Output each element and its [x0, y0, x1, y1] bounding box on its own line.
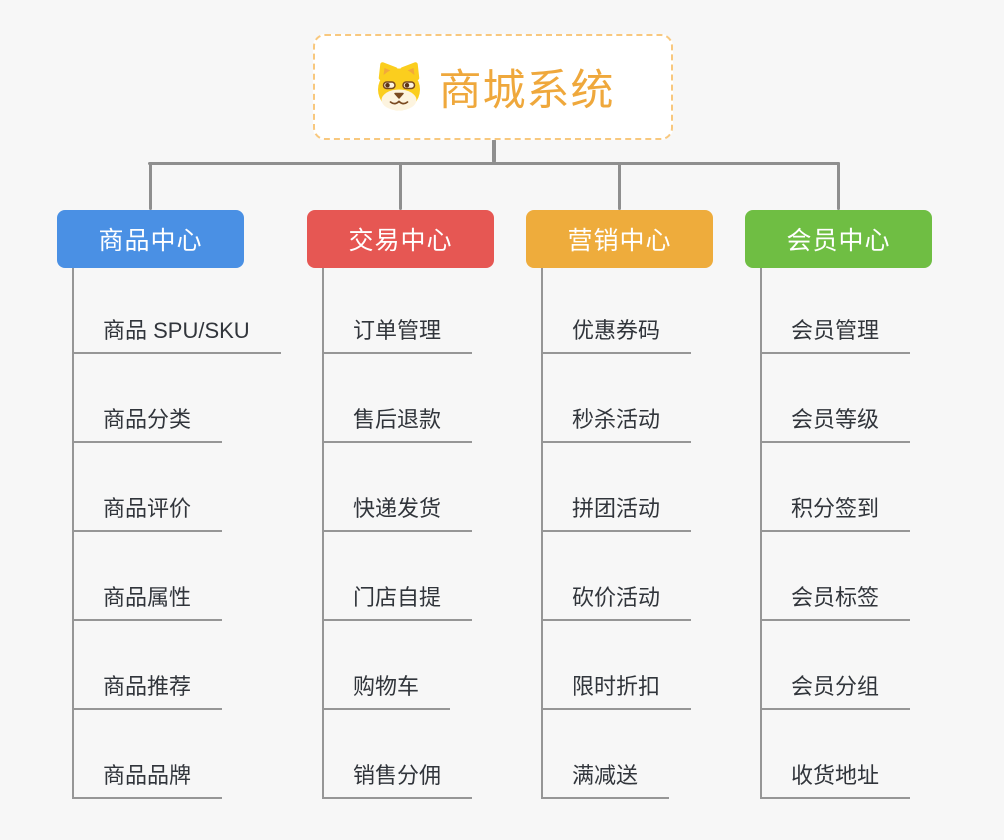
leaf-label: 售后退款 — [322, 402, 473, 443]
branch-node[interactable]: 会员中心 — [745, 210, 932, 268]
leaf-node[interactable]: 商品推荐 — [72, 621, 342, 710]
leaf-node[interactable]: 商品评价 — [72, 443, 342, 532]
leaf-label: 秒杀活动 — [541, 402, 692, 443]
connector-branch-drop — [837, 162, 840, 210]
leaf-label: 商品分类 — [72, 402, 223, 443]
leaf-node[interactable]: 拼团活动 — [541, 443, 811, 532]
branch-label: 商品中心 — [98, 227, 203, 255]
leaf-label: 商品 SPU/SKU — [72, 313, 281, 354]
leaf-node[interactable]: 满减送 — [541, 710, 811, 799]
leaf-label: 会员等级 — [760, 402, 911, 443]
leaf-node[interactable]: 会员管理 — [760, 265, 1004, 354]
leaf-label: 砍价活动 — [541, 580, 692, 621]
leaf-node[interactable]: 商品分类 — [72, 354, 342, 443]
leaf-node[interactable]: 订单管理 — [322, 265, 592, 354]
leaf-label: 限时折扣 — [541, 669, 692, 710]
shiba-dog-icon — [372, 62, 426, 112]
branch-items: 订单管理售后退款快递发货门店自提购物车销售分佣 — [322, 265, 592, 799]
branch-label: 营销中心 — [567, 227, 672, 255]
connector-branch-trunk — [322, 268, 324, 799]
branch-label: 会员中心 — [786, 227, 891, 255]
leaf-node[interactable]: 收货地址 — [760, 710, 1004, 799]
leaf-node[interactable]: 购物车 — [322, 621, 592, 710]
leaf-label: 购物车 — [322, 669, 451, 710]
branch-items: 商品 SPU/SKU 商品分类商品评价商品属性商品推荐商品品牌 — [72, 265, 342, 799]
leaf-label: 会员管理 — [760, 313, 911, 354]
leaf-node[interactable]: 积分签到 — [760, 443, 1004, 532]
connector-branch-drop — [618, 162, 621, 210]
leaf-label: 门店自提 — [322, 580, 473, 621]
leaf-node[interactable]: 销售分佣 — [322, 710, 592, 799]
leaf-label: 积分签到 — [760, 491, 911, 532]
leaf-node[interactable]: 砍价活动 — [541, 532, 811, 621]
leaf-label: 满减送 — [541, 758, 670, 799]
leaf-node[interactable]: 商品品牌 — [72, 710, 342, 799]
leaf-node[interactable]: 秒杀活动 — [541, 354, 811, 443]
leaf-label: 快递发货 — [322, 491, 473, 532]
leaf-node[interactable]: 快递发货 — [322, 443, 592, 532]
leaf-label: 订单管理 — [322, 313, 473, 354]
leaf-node[interactable]: 会员标签 — [760, 532, 1004, 621]
branch-items: 优惠券码秒杀活动拼团活动砍价活动限时折扣满减送 — [541, 265, 811, 799]
leaf-label: 销售分佣 — [322, 758, 473, 799]
leaf-label: 商品评价 — [72, 491, 223, 532]
leaf-node[interactable]: 会员等级 — [760, 354, 1004, 443]
branch-label: 交易中心 — [348, 227, 453, 255]
leaf-label: 会员标签 — [760, 580, 911, 621]
leaf-node[interactable]: 商品属性 — [72, 532, 342, 621]
connector-bus — [148, 162, 840, 165]
connector-root-stub — [492, 139, 496, 163]
branch-items: 会员管理会员等级积分签到会员标签会员分组收货地址 — [760, 265, 1004, 799]
leaf-node[interactable]: 会员分组 — [760, 621, 1004, 710]
leaf-label: 拼团活动 — [541, 491, 692, 532]
connector-branch-trunk — [72, 268, 74, 799]
leaf-node[interactable]: 优惠券码 — [541, 265, 811, 354]
leaf-node[interactable]: 限时折扣 — [541, 621, 811, 710]
branch-node[interactable]: 商品中心 — [57, 210, 244, 268]
branch-node[interactable]: 交易中心 — [307, 210, 494, 268]
leaf-node[interactable]: 商品 SPU/SKU — [72, 265, 342, 354]
leaf-label: 优惠券码 — [541, 313, 692, 354]
leaf-node[interactable]: 门店自提 — [322, 532, 592, 621]
leaf-label: 商品推荐 — [72, 669, 223, 710]
root-node[interactable]: 商城系统 — [313, 34, 673, 140]
root-title: 商城系统 — [438, 67, 615, 115]
branch-node[interactable]: 营销中心 — [526, 210, 713, 268]
connector-branch-drop — [149, 162, 152, 210]
leaf-label: 商品属性 — [72, 580, 223, 621]
connector-branch-drop — [399, 162, 402, 210]
leaf-node[interactable]: 售后退款 — [322, 354, 592, 443]
connector-branch-trunk — [541, 268, 543, 799]
leaf-label: 收货地址 — [760, 758, 911, 799]
leaf-label: 会员分组 — [760, 669, 911, 710]
connector-branch-trunk — [760, 268, 762, 799]
leaf-label: 商品品牌 — [72, 758, 223, 799]
